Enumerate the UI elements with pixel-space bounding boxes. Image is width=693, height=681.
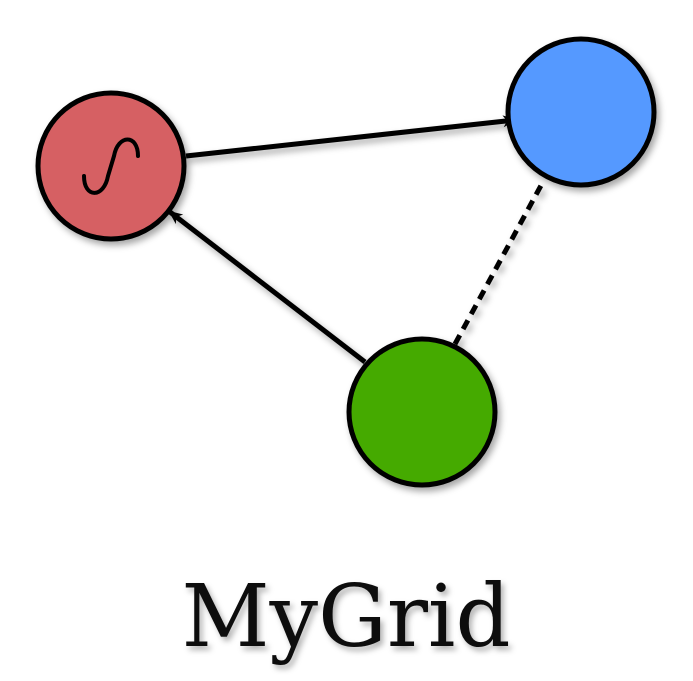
node-blue[interactable] (505, 36, 657, 188)
edge-red-to-blue (185, 115, 517, 159)
node-green[interactable] (346, 336, 498, 488)
diagram-title: MyGrid (181, 567, 510, 667)
wave-s-icon (82, 137, 140, 195)
edge-green-to-blue-dashed (452, 178, 547, 346)
edge-green-to-red (168, 210, 367, 364)
